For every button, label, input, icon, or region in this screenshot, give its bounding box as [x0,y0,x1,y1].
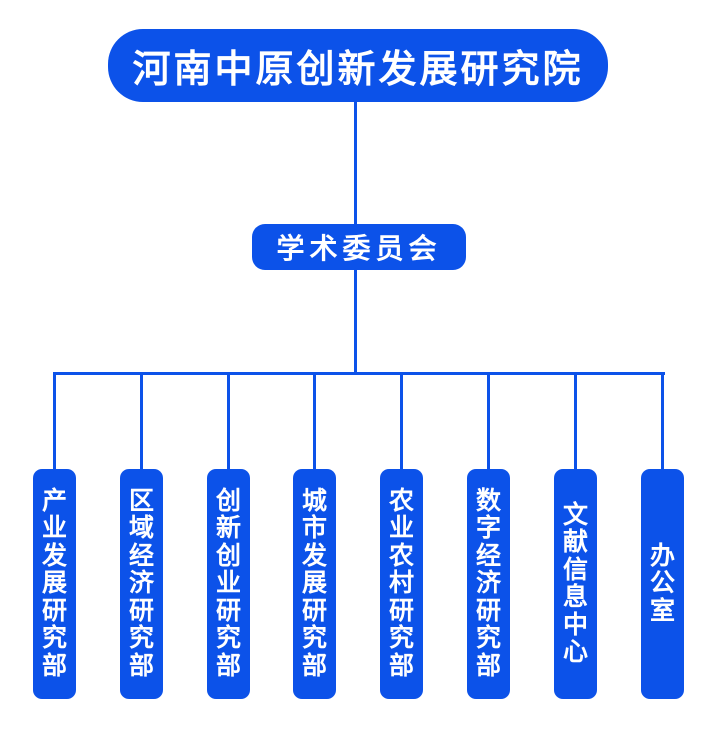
connector-drop-line [574,372,577,469]
department-node-5: 农业农村研究部 [380,372,423,700]
department-node-3: 创新创业研究部 [207,372,250,700]
connector-drop-line [661,372,664,469]
department-box: 数字经济研究部 [467,469,510,699]
department-node-6: 数字经济研究部 [467,372,510,700]
connector-root-to-committee [354,101,357,225]
connector-drop-line [227,372,230,469]
department-label: 文献信息中心 [562,500,588,666]
connector-drop-line [140,372,143,469]
department-node-7: 文献信息中心 [554,372,597,700]
connector-committee-to-bar [354,269,357,373]
root-institute-label: 河南中原创新发展研究院 [132,49,584,91]
department-box: 办公室 [641,469,684,699]
department-box: 创新创业研究部 [207,469,250,699]
department-node-2: 区域经济研究部 [120,372,163,700]
department-label: 创新创业研究部 [215,486,241,680]
department-box: 农业农村研究部 [380,469,423,699]
root-institute-box: 河南中原创新发展研究院 [108,29,608,102]
connector-drop-line [400,372,403,469]
department-box: 文献信息中心 [554,469,597,699]
academic-committee-box: 学术委员会 [252,224,466,270]
connector-horizontal-bar [53,372,665,375]
department-node-4: 城市发展研究部 [293,372,336,700]
department-label: 办公室 [649,541,675,625]
department-box: 城市发展研究部 [293,469,336,699]
connector-drop-line [53,372,56,469]
department-label: 农业农村研究部 [388,486,414,680]
department-box: 区域经济研究部 [120,469,163,699]
connector-drop-line [487,372,490,469]
department-box: 产业发展研究部 [33,469,76,699]
academic-committee-label: 学术委员会 [276,233,442,264]
department-label: 城市发展研究部 [301,486,327,680]
connector-drop-line [313,372,316,469]
department-label: 数字经济研究部 [475,486,501,680]
department-node-1: 产业发展研究部 [33,372,76,700]
department-label: 区域经济研究部 [128,486,154,680]
department-label: 产业发展研究部 [41,486,67,680]
department-node-8: 办公室 [641,372,684,700]
